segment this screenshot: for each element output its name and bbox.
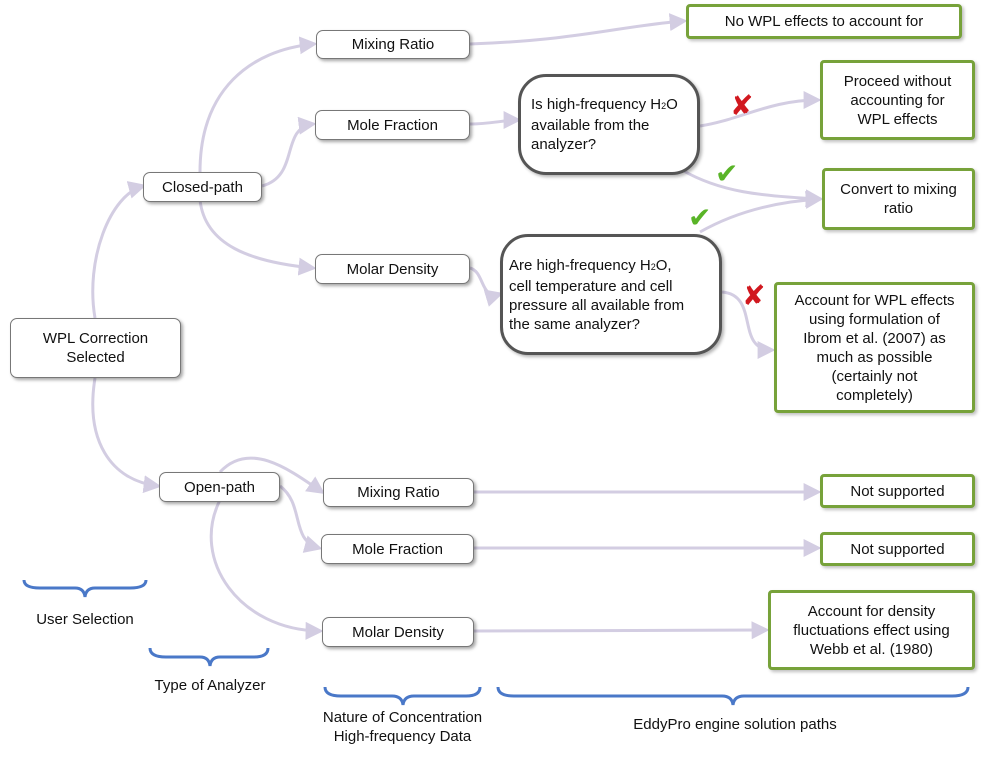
- q2-line4: the same analyzer?: [509, 315, 640, 333]
- edge-q1-proceed: [699, 91, 822, 128]
- legend-nature-line1: Nature of Concentration: [322, 709, 483, 726]
- q2-line2: cell temperature and cell: [509, 277, 673, 295]
- cross-mark-q2: ✘: [742, 280, 766, 311]
- edge-mole-q1: [469, 111, 522, 130]
- not-supported-mole-label: Not supported: [850, 540, 945, 558]
- edge-open-density-acc: [473, 621, 770, 640]
- closed-mole-label: Mole Fraction: [347, 116, 438, 134]
- brace-nature: [323, 686, 482, 706]
- account-wpl-line5: (certainly not: [831, 367, 918, 385]
- question-all-available: Are high-frequency H2O, cell temperature…: [500, 234, 722, 355]
- edge-q2-account: [721, 290, 776, 359]
- closed-path-label: Closed-path: [162, 178, 243, 196]
- result-no-wpl-label: No WPL effects to account for: [724, 13, 924, 30]
- root-line1: WPL Correction: [42, 330, 149, 347]
- result-not-supported-mole: Not supported: [820, 532, 975, 566]
- q2-line3: pressure all available from: [509, 296, 685, 314]
- account-wpl-line1: Account for WPL effects: [794, 291, 955, 309]
- edge-root-closed: [91, 181, 147, 319]
- result-not-supported-mixing: Not supported: [820, 474, 975, 508]
- brace-eddypro: [496, 686, 970, 706]
- cross-mark-q1: ✘: [730, 90, 754, 121]
- edge-closed-mole: [261, 116, 317, 188]
- q1-line3: analyzer?: [531, 136, 597, 153]
- open-mixing-node: Mixing Ratio: [323, 478, 474, 507]
- brace-type: [148, 647, 270, 667]
- account-wpl-line2: using formulation of: [809, 310, 940, 328]
- open-mole-node: Mole Fraction: [321, 534, 474, 564]
- closed-mole-node: Mole Fraction: [315, 110, 470, 140]
- convert-line1: Convert to mixing: [840, 181, 957, 198]
- closed-mixing-node: Mixing Ratio: [316, 30, 470, 59]
- open-mixing-label: Mixing Ratio: [357, 484, 440, 501]
- edge-open-mole: [279, 484, 323, 553]
- open-density-node: Molar Density: [322, 617, 474, 647]
- proceed-line2: accounting for: [850, 91, 945, 109]
- result-no-wpl: No WPL effects to account for: [686, 4, 962, 39]
- account-density-line1: Account for density: [807, 602, 936, 620]
- account-wpl-line4: much as possible: [816, 348, 933, 366]
- check-mark-q1: ✔: [715, 158, 739, 189]
- proceed-line3: WPL effects: [857, 110, 938, 128]
- legend-nature-line2: High-frequency Data: [333, 728, 472, 745]
- legend-eddypro-paths: EddyPro engine solution paths: [633, 716, 837, 733]
- q2-line1: Are high-frequency H2O,: [509, 256, 672, 274]
- edge-density-q2: [469, 266, 504, 307]
- q1-line1: Is high-frequency H2O: [531, 96, 678, 113]
- closed-density-node: Molar Density: [315, 254, 470, 284]
- edge-closed-mixing: [198, 36, 318, 173]
- q1-line2: available from the: [531, 117, 650, 134]
- edge-open-density: [209, 499, 324, 640]
- legend-user-selection: User Selection: [36, 611, 134, 628]
- edge-closed-density: [198, 199, 317, 276]
- edge-q2-convert: [699, 190, 824, 234]
- account-density-line2: fluctuations effect using: [793, 621, 950, 639]
- closed-path-node: Closed-path: [143, 172, 262, 202]
- open-density-label: Molar Density: [352, 623, 444, 641]
- question-high-freq-h2o: Is high-frequency H2O available from the…: [518, 74, 700, 175]
- closed-mixing-label: Mixing Ratio: [351, 36, 435, 53]
- account-wpl-line6: completely): [836, 386, 913, 404]
- result-convert: Convert to mixing ratio: [822, 168, 975, 230]
- convert-line2: ratio: [883, 200, 914, 217]
- root-line2: Selected: [66, 349, 125, 366]
- open-path-label: Open-path: [184, 478, 255, 496]
- edge-open-mixing: [218, 456, 325, 495]
- account-wpl-line3: Ibrom et al. (2007) as: [803, 329, 946, 347]
- edge-mixing-nowpl: [469, 13, 688, 46]
- edge-q1-convert: [681, 168, 824, 208]
- check-mark-q2: ✔: [688, 202, 712, 233]
- not-supported-mixing-label: Not supported: [850, 482, 945, 500]
- brace-user: [22, 579, 148, 598]
- proceed-line1: Proceed without: [843, 72, 952, 90]
- account-density-line3: Webb et al. (1980): [809, 640, 934, 658]
- closed-density-label: Molar Density: [346, 260, 439, 278]
- open-mole-label: Mole Fraction: [352, 540, 443, 558]
- legend-type-of-analyzer: Type of Analyzer: [154, 677, 266, 694]
- open-path-node: Open-path: [159, 472, 280, 502]
- edge-root-open: [91, 377, 162, 494]
